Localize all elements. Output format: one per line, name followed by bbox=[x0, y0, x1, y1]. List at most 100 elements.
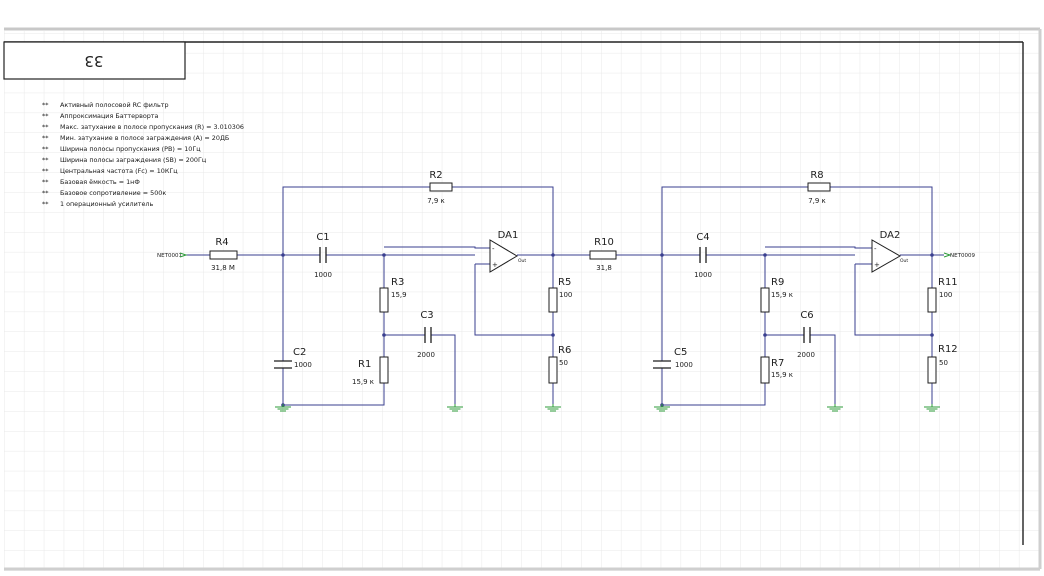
title-block: 33 bbox=[3, 41, 186, 80]
da1-ref: DA1 bbox=[498, 230, 519, 241]
note-line: Аппроксимация Баттерворта bbox=[60, 112, 159, 120]
resistor-r1[interactable]: R1 15,9 к bbox=[352, 356, 389, 386]
resistor-r8[interactable]: R8 7,9 к bbox=[807, 170, 831, 205]
da1-out-label: Out bbox=[518, 258, 526, 264]
r8-ref: R8 bbox=[810, 170, 823, 181]
note-marker: ** bbox=[42, 145, 48, 153]
resistor-r12[interactable]: R12 50 bbox=[927, 344, 958, 384]
c1-value: 1000 bbox=[314, 271, 332, 279]
net-port-output[interactable]: NET0009 bbox=[943, 252, 975, 259]
note-line: Макс. затухание в полосе пропускания (R)… bbox=[60, 123, 244, 131]
ground-icon bbox=[275, 404, 291, 412]
ground-icon bbox=[924, 404, 940, 412]
r11-value: 100 bbox=[939, 291, 952, 299]
capacitor-c1[interactable]: C1 1000 bbox=[314, 232, 332, 279]
title-block-text: 33 bbox=[84, 52, 103, 70]
r11-ref: R11 bbox=[938, 277, 958, 288]
note-line: Мин. затухание в полосе заграждения (A) … bbox=[60, 134, 229, 142]
note-marker: ** bbox=[42, 178, 48, 186]
opamp-da2[interactable]: - + DA2 Out bbox=[871, 230, 908, 273]
r1-value: 15,9 к bbox=[352, 378, 374, 386]
resistor-r9[interactable]: R9 15,9 к bbox=[760, 277, 793, 313]
resistor-r6[interactable]: R6 50 bbox=[548, 345, 571, 384]
note-line: Ширина полосы пропускания (PB) = 10Гц bbox=[60, 145, 201, 153]
note-marker: ** bbox=[42, 101, 48, 109]
da1-minus: - bbox=[492, 245, 495, 253]
c5-value: 1000 bbox=[675, 361, 693, 369]
r9-value: 15,9 к bbox=[771, 291, 793, 299]
ground-icon bbox=[654, 404, 670, 412]
c4-ref: C4 bbox=[696, 232, 709, 243]
note-marker: ** bbox=[42, 189, 48, 197]
r2-value: 7,9 к bbox=[427, 197, 445, 205]
r2-ref: R2 bbox=[429, 170, 442, 181]
c2-value: 1000 bbox=[294, 361, 312, 369]
r9-ref: R9 bbox=[771, 277, 784, 288]
r6-value: 50 bbox=[559, 359, 568, 367]
resistor-r5[interactable]: R5 100 bbox=[548, 277, 572, 313]
da2-plus: + bbox=[874, 261, 880, 269]
c6-ref: C6 bbox=[800, 310, 813, 321]
c4-value: 1000 bbox=[694, 271, 712, 279]
resistor-r4[interactable]: R4 31,8 М bbox=[209, 237, 238, 272]
note-line: 1 операционный усилитель bbox=[60, 200, 154, 208]
note-marker: ** bbox=[42, 123, 48, 131]
r7-value: 15,9 к bbox=[771, 371, 793, 379]
r12-value: 50 bbox=[939, 359, 948, 367]
net-output-label: NET0009 bbox=[950, 253, 975, 259]
r1-ref: R1 bbox=[358, 359, 371, 370]
note-line: Центральная частота (Fc) = 10КГц bbox=[60, 167, 178, 175]
resistor-r10[interactable]: R10 31,8 bbox=[589, 237, 617, 272]
r4-ref: R4 bbox=[215, 237, 228, 248]
capacitor-c6[interactable]: C6 2000 bbox=[797, 310, 815, 359]
note-line: Ширина полосы заграждения (SB) = 200Гц bbox=[60, 156, 207, 164]
r7-ref: R7 bbox=[771, 358, 784, 369]
r5-ref: R5 bbox=[558, 277, 571, 288]
net-input-label: NET0001 bbox=[157, 253, 182, 259]
note-marker: ** bbox=[42, 112, 48, 120]
ground-icon bbox=[545, 404, 561, 412]
c6-value: 2000 bbox=[797, 351, 815, 359]
ground-icon bbox=[447, 404, 463, 412]
sheet-area bbox=[4, 31, 1040, 571]
r5-value: 100 bbox=[559, 291, 572, 299]
r4-value: 31,8 М bbox=[211, 264, 235, 272]
da2-minus: - bbox=[874, 245, 877, 253]
r6-ref: R6 bbox=[558, 345, 571, 356]
note-line: Базовое сопротивление = 500к bbox=[60, 189, 166, 197]
net-port-input[interactable]: NET0001 bbox=[157, 252, 188, 259]
c3-value: 2000 bbox=[417, 351, 435, 359]
note-line: Базовая ёмкость = 1нФ bbox=[60, 178, 140, 186]
da2-ref: DA2 bbox=[880, 230, 901, 241]
c5-ref: C5 bbox=[674, 347, 687, 358]
ground-symbols bbox=[275, 404, 940, 412]
r10-ref: R10 bbox=[594, 237, 614, 248]
c1-ref: C1 bbox=[316, 232, 329, 243]
capacitor-c2[interactable]: C2 1000 bbox=[274, 347, 312, 369]
opamp-da1[interactable]: - + DA1 Out bbox=[489, 230, 526, 273]
da1-plus: + bbox=[492, 261, 498, 269]
r10-value: 31,8 bbox=[596, 264, 612, 272]
note-line: Активный полосовой RC фильтр bbox=[60, 101, 169, 109]
c3-ref: C3 bbox=[420, 310, 433, 321]
r8-value: 7,9 к bbox=[808, 197, 826, 205]
da2-out-label: Out bbox=[900, 258, 908, 264]
note-marker: ** bbox=[42, 134, 48, 142]
design-notes: ** Активный полосовой RC фильтр ** Аппрокси… bbox=[42, 101, 244, 208]
capacitor-c3[interactable]: C3 2000 bbox=[417, 310, 435, 359]
capacitor-c4[interactable]: C4 1000 bbox=[694, 232, 712, 279]
note-marker: ** bbox=[42, 167, 48, 175]
note-marker: ** bbox=[42, 156, 48, 164]
resistor-r3[interactable]: R3 15,9 bbox=[379, 277, 407, 313]
resistor-r11[interactable]: R11 100 bbox=[927, 277, 958, 313]
ground-icon bbox=[827, 404, 843, 412]
resistor-r7[interactable]: R7 15,9 к bbox=[760, 356, 793, 384]
r12-ref: R12 bbox=[938, 344, 958, 355]
resistor-r2[interactable]: R2 7,9 к bbox=[427, 170, 453, 205]
note-marker: ** bbox=[42, 200, 48, 208]
c2-ref: C2 bbox=[293, 347, 306, 358]
wires bbox=[186, 186, 944, 406]
capacitor-c5[interactable]: C5 1000 bbox=[653, 347, 693, 369]
r3-ref: R3 bbox=[391, 277, 404, 288]
